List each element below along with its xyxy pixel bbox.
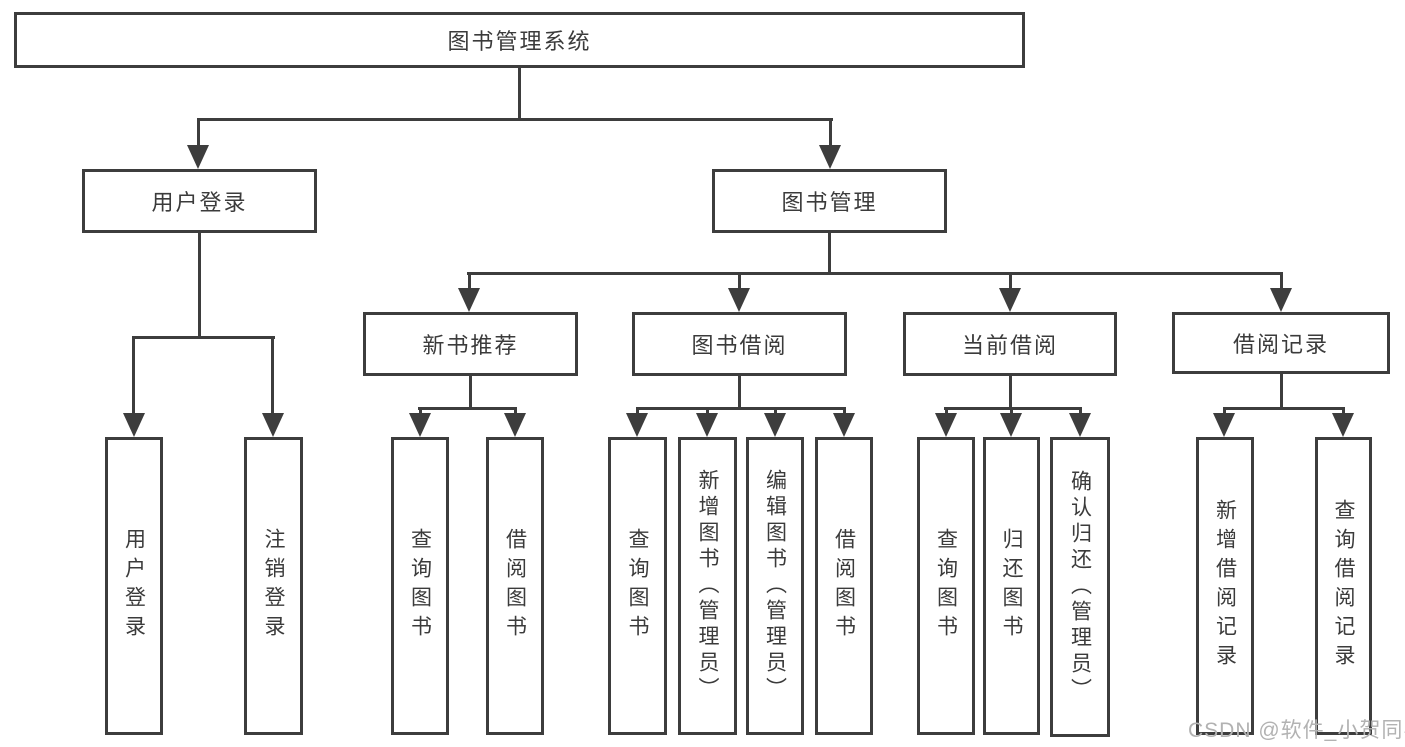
leaf-return-books-label: 归还图书	[1000, 528, 1023, 644]
leaf-query-borrow-record-label: 查询借阅记录	[1332, 499, 1355, 673]
arrowhead-to-new-book-recommendation	[458, 288, 480, 312]
leaf-confirm-return-admin: 确认归还（管理员）	[1050, 437, 1110, 737]
node-user-login-label: 用户登录	[151, 190, 248, 215]
arrowhead-to-book-borrowing	[728, 288, 750, 312]
arrowhead-to-leaf-borrow-books	[504, 413, 526, 437]
edge-records-rail	[1223, 407, 1345, 410]
edge-to-current-borrowing	[1009, 272, 1012, 294]
leaf-borrow-books-label: 借阅图书	[503, 528, 527, 644]
edge-book-management-stem	[828, 233, 831, 275]
leaf-user-login-label: 用户登录	[122, 528, 146, 644]
node-book-borrowing: 图书借阅	[632, 312, 847, 376]
arrowhead-to-user-login	[187, 145, 209, 169]
edge-user-login-rail	[132, 336, 275, 339]
node-borrowing-records: 借阅记录	[1172, 312, 1390, 374]
leaf-user-login: 用户登录	[105, 437, 163, 735]
edge-level3-rail	[467, 272, 1282, 275]
node-book-management: 图书管理	[712, 169, 947, 233]
edge-recommend-stem	[469, 373, 472, 409]
arrowhead-to-leaf-logout	[262, 413, 284, 437]
node-new-book-recommendation: 新书推荐	[363, 312, 578, 376]
edge-records-stem	[1280, 371, 1283, 409]
edge-to-borrowing-records	[1280, 272, 1283, 294]
leaf-query-books-label: 查询图书	[934, 528, 958, 644]
edge-to-book-borrowing	[738, 272, 741, 294]
leaf-add-borrow-record: 新增借阅记录	[1196, 437, 1254, 735]
leaf-edit-book-admin: 编辑图书（管理员）	[746, 437, 804, 735]
csdn-watermark: CSDN @软件_小贺同学	[1188, 719, 1405, 742]
leaf-query-books: 查询图书	[391, 437, 449, 735]
arrowhead-to-book-management	[819, 145, 841, 169]
arrowhead-to-leaf-borrow-books	[833, 413, 855, 437]
arrowhead-to-leaf-confirm-return	[1069, 413, 1091, 437]
arrowhead-to-leaf-query-books	[409, 413, 431, 437]
arrowhead-to-leaf-add-borrow-record	[1213, 413, 1235, 437]
node-borrowing-records-label: 借阅记录	[1232, 332, 1329, 357]
leaf-query-borrow-record: 查询借阅记录	[1315, 437, 1372, 735]
leaf-add-borrow-record-label: 新增借阅记录	[1213, 499, 1237, 673]
edge-borrow-rail	[636, 407, 846, 410]
arrowhead-to-leaf-return-books	[1000, 413, 1022, 437]
leaf-borrow-books: 借阅图书	[815, 437, 873, 735]
edge-user-login-stem	[198, 233, 201, 339]
edge-root-stem	[518, 68, 521, 119]
leaf-return-books: 归还图书	[983, 437, 1040, 735]
leaf-borrow-books: 借阅图书	[486, 437, 544, 735]
edge-to-leaf-user-login	[132, 336, 135, 416]
leaf-confirm-return-admin-label: 确认归还（管理员）	[1068, 470, 1092, 704]
edge-recommend-rail	[418, 407, 517, 410]
edge-to-user-login	[197, 118, 200, 148]
node-library-system-label: 图书管理系统	[447, 29, 592, 54]
arrowhead-to-leaf-query-books	[935, 413, 957, 437]
arrowhead-to-leaf-user-login	[123, 413, 145, 437]
node-new-book-recommendation-label: 新书推荐	[422, 333, 519, 358]
leaf-logout: 注销登录	[244, 437, 303, 735]
edge-level1-rail	[197, 118, 833, 121]
edge-to-book-management	[829, 118, 832, 148]
leaf-edit-book-admin-label: 编辑图书（管理员）	[763, 469, 787, 703]
edge-current-rail	[944, 407, 1082, 410]
edge-current-stem	[1009, 373, 1012, 409]
leaf-add-book-admin: 新增图书（管理员）	[678, 437, 737, 735]
arrowhead-to-borrowing-records	[1270, 288, 1292, 312]
node-current-borrowing: 当前借阅	[903, 312, 1117, 376]
leaf-borrow-books-label: 借阅图书	[832, 528, 856, 644]
edge-borrow-stem	[738, 373, 741, 409]
node-book-borrowing-label: 图书借阅	[691, 333, 788, 358]
node-user-login: 用户登录	[82, 169, 317, 233]
leaf-query-books-label: 查询图书	[408, 528, 432, 644]
arrowhead-to-current-borrowing	[999, 288, 1021, 312]
leaf-query-books: 查询图书	[608, 437, 667, 735]
leaf-logout-label: 注销登录	[262, 528, 285, 644]
edge-to-new-book-recommendation	[468, 272, 471, 294]
arrowhead-to-leaf-edit-book	[764, 413, 786, 437]
edge-to-leaf-logout	[271, 336, 274, 416]
arrowhead-to-leaf-add-book	[696, 413, 718, 437]
leaf-query-books-label: 查询图书	[626, 528, 649, 644]
leaf-add-book-admin-label: 新增图书（管理员）	[696, 469, 719, 703]
arrowhead-to-leaf-query-borrow-record	[1332, 413, 1354, 437]
node-current-borrowing-label: 当前借阅	[961, 333, 1058, 358]
node-library-system: 图书管理系统	[14, 12, 1025, 68]
leaf-query-books: 查询图书	[917, 437, 975, 735]
arrowhead-to-leaf-query-books	[626, 413, 648, 437]
node-book-management-label: 图书管理	[781, 190, 878, 215]
